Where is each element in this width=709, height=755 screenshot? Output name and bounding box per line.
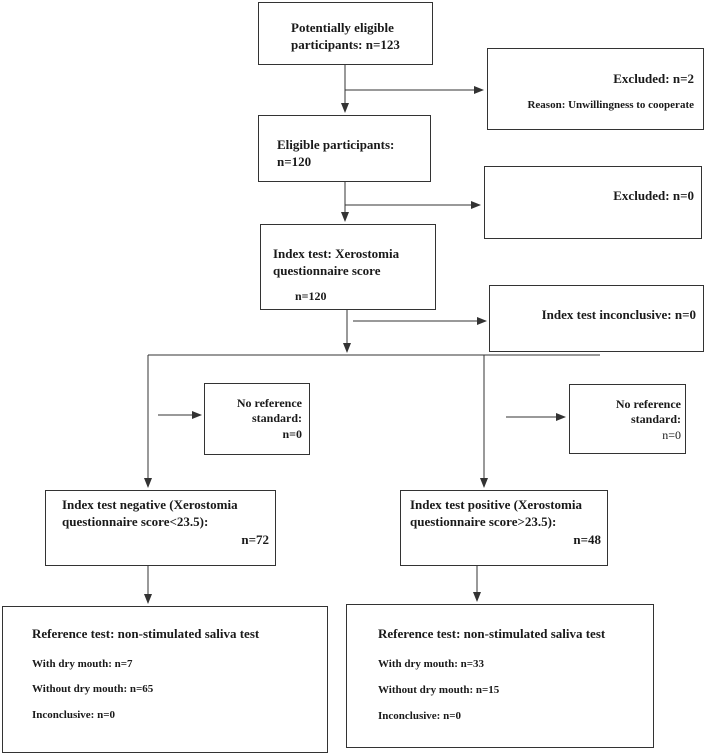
positive-line2: questionnaire score>23.5): xyxy=(410,514,557,529)
positive-line3: n=48 xyxy=(573,532,601,547)
box-index-negative: Index test negative (Xerostomia question… xyxy=(45,490,276,566)
no-ref-left-line3: n=0 xyxy=(282,427,302,441)
potential-line1: Potentially eligible xyxy=(291,20,394,35)
index-line2: questionnaire score xyxy=(273,263,381,278)
box-no-reference-right: No reference standard: n=0 xyxy=(569,384,686,454)
box-index-positive: Index test positive (Xerostomia question… xyxy=(400,490,608,566)
ref-right-without-dry: Without dry mouth: n=15 xyxy=(378,684,500,696)
box-index-test: Index test: Xerostomia questionnaire sco… xyxy=(260,224,436,310)
box-no-reference-left: No reference standard: n=0 xyxy=(204,383,310,455)
negative-line1: Index test negative (Xerostomia xyxy=(62,497,238,512)
ref-right-with-dry: With dry mouth: n=33 xyxy=(378,658,484,670)
inconclusive-title: Index test inconclusive: n=0 xyxy=(541,307,696,322)
ref-left-inconclusive: Inconclusive: n=0 xyxy=(32,709,115,721)
index-line1: Index test: Xerostomia xyxy=(273,246,400,261)
negative-line3: n=72 xyxy=(241,532,269,547)
ref-right-title: Reference test: non-stimulated saliva te… xyxy=(378,626,606,641)
box-reference-right: Reference test: non-stimulated saliva te… xyxy=(346,604,654,748)
excluded-1-title: Excluded: n=2 xyxy=(613,71,694,86)
eligible-line2: n=120 xyxy=(277,154,312,169)
excluded-2-title: Excluded: n=0 xyxy=(613,188,694,203)
no-ref-right-line3: n=0 xyxy=(662,428,681,442)
index-line3: n=120 xyxy=(295,289,327,303)
eligible-line1: Eligible participants: xyxy=(277,137,395,152)
excluded-1-reason: Reason: Unwillingness to cooperate xyxy=(527,99,694,111)
box-index-inconclusive: Index test inconclusive: n=0 xyxy=(489,285,704,352)
ref-right-inconclusive: Inconclusive: n=0 xyxy=(378,710,461,722)
box-potentially-eligible: Potentially eligible participants: n=123 xyxy=(258,2,433,65)
box-reference-left: Reference test: non-stimulated saliva te… xyxy=(2,606,328,753)
ref-left-without-dry: Without dry mouth: n=65 xyxy=(32,683,154,695)
no-ref-right-line1: No reference xyxy=(615,397,681,411)
box-excluded-2: Excluded: n=0 xyxy=(484,166,702,239)
negative-line2: questionnaire score<23.5): xyxy=(62,514,209,529)
no-ref-right-line2: standard: xyxy=(630,412,681,426)
no-ref-left-line1: No reference xyxy=(236,396,302,410)
no-ref-left-line2: standard: xyxy=(251,411,302,425)
positive-line1: Index test positive (Xerostomia xyxy=(410,497,582,512)
ref-left-title: Reference test: non-stimulated saliva te… xyxy=(32,626,260,641)
ref-left-with-dry: With dry mouth: n=7 xyxy=(32,658,133,670)
box-eligible: Eligible participants: n=120 xyxy=(258,115,431,182)
potential-line2: participants: n=123 xyxy=(291,37,400,52)
box-excluded-1: Excluded: n=2 Reason: Unwillingness to c… xyxy=(487,48,704,130)
